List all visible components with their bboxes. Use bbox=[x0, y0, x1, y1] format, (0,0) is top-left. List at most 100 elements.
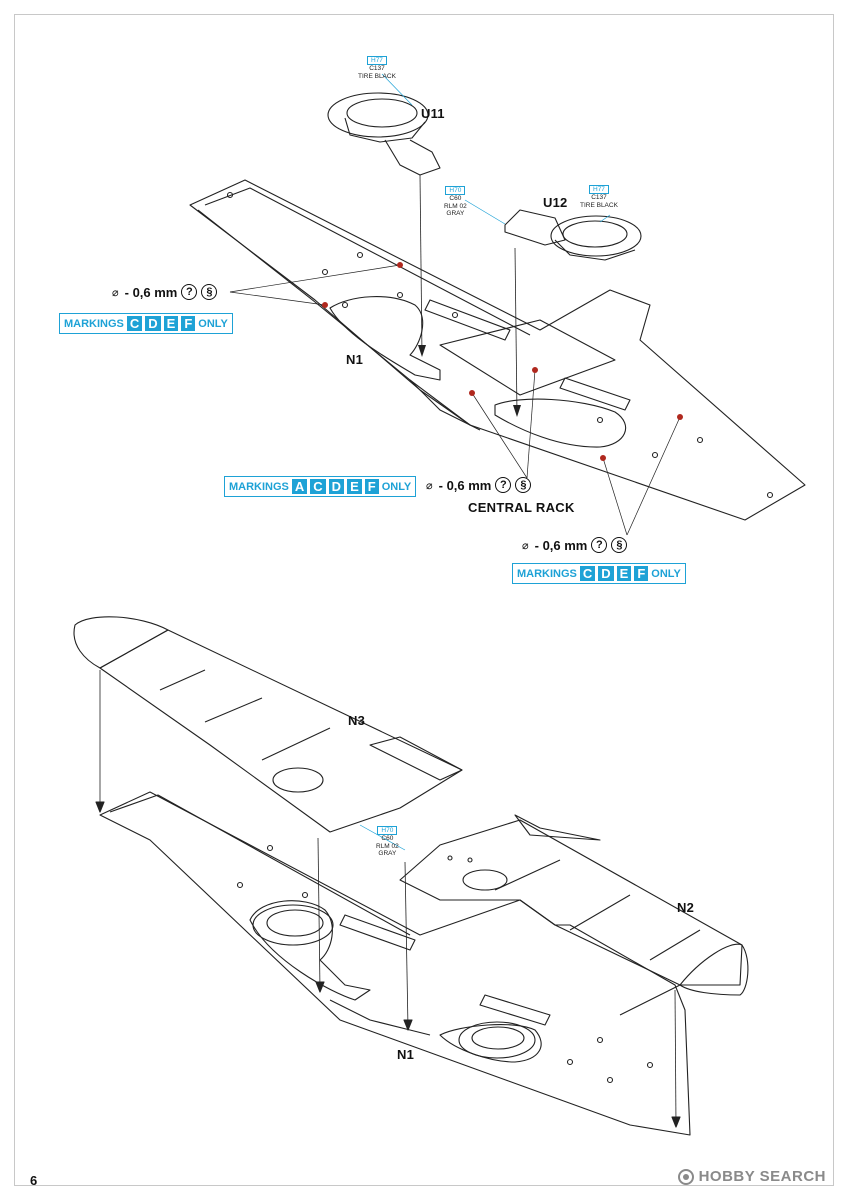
paint-code: H70 bbox=[377, 826, 398, 835]
page-number: 6 bbox=[30, 1173, 38, 1188]
optional-icon: ? bbox=[591, 537, 608, 553]
part-label-n3: N3 bbox=[348, 713, 366, 728]
bottom-wheel-well-left bbox=[249, 900, 371, 1001]
marking-letter: D bbox=[598, 566, 614, 581]
paint-color-code: C60 bbox=[381, 835, 394, 842]
paint-callout-gray-u11: H70 C60 RLM 02 GRAY bbox=[444, 186, 467, 218]
wing-n3-fairing bbox=[272, 767, 324, 793]
wing-n2-fairing bbox=[462, 869, 508, 891]
paint-code: H70 bbox=[445, 186, 466, 195]
paint-name-2: GRAY bbox=[378, 850, 397, 857]
marking-letter: F bbox=[181, 316, 196, 331]
marking-letter: C bbox=[126, 316, 143, 331]
top-wheel-well-left bbox=[329, 296, 441, 381]
paint-code: H77 bbox=[589, 185, 609, 194]
wing-n3-panel-line bbox=[159, 669, 331, 761]
marking-letter: E bbox=[347, 479, 362, 494]
watermark-text: HOBBY SEARCH bbox=[698, 1168, 826, 1185]
markings-label: MARKINGS bbox=[64, 317, 124, 330]
wing-tip-left bbox=[73, 616, 169, 669]
drill-icon: § bbox=[515, 477, 532, 493]
markings-suffix: ONLY bbox=[651, 567, 681, 580]
paint-color-code: C137 bbox=[369, 65, 385, 72]
hobby-search-logo-icon bbox=[677, 1168, 694, 1185]
paint-callout-gray-wing: H70 C60 RLM 02 GRAY bbox=[376, 826, 399, 858]
drill-icon: § bbox=[611, 537, 628, 553]
markings-suffix: ONLY bbox=[381, 480, 412, 493]
wheel-u12-detail bbox=[554, 239, 636, 261]
drill-size: - 0,6 mm bbox=[438, 477, 492, 493]
paint-name-1: RLM 02 bbox=[376, 842, 399, 850]
wheel-u11-detail bbox=[344, 117, 426, 143]
bottom-panel-2 bbox=[479, 994, 551, 1026]
central-rack-label: CENTRAL RACK bbox=[468, 500, 575, 515]
marking-letter: A bbox=[291, 479, 308, 494]
wheel-u11-outer bbox=[327, 92, 429, 138]
drill-instruction-left: ⌀ - 0,6 mm ? § bbox=[112, 284, 218, 300]
top-wheel-well-right bbox=[494, 398, 627, 448]
bottom-wheel-right bbox=[458, 1021, 536, 1059]
paint-name: TIRE BLACK bbox=[580, 201, 618, 209]
wheel-u11-leg bbox=[384, 139, 441, 176]
bottom-wheel-well-right bbox=[439, 1024, 542, 1063]
diameter-symbol: ⌀ bbox=[426, 479, 433, 492]
markings-suffix: ONLY bbox=[198, 317, 228, 330]
wing-n2-outline bbox=[399, 819, 743, 986]
wheel-u12-inner bbox=[562, 220, 628, 248]
wing-n3-flap bbox=[369, 736, 463, 781]
diameter-symbol: ⌀ bbox=[112, 286, 119, 299]
wing-n2-flap bbox=[514, 814, 601, 841]
wheel-u12-outer bbox=[550, 215, 642, 257]
bottom-wheel-left bbox=[252, 904, 334, 946]
marking-letter: D bbox=[145, 316, 161, 331]
part-label-u11: U11 bbox=[421, 106, 445, 121]
optional-icon: ? bbox=[181, 284, 198, 300]
drill-size: - 0,6 mm bbox=[124, 284, 178, 300]
markings-box-1: MARKINGS C D E F ONLY bbox=[59, 313, 233, 334]
top-wing-root bbox=[409, 379, 481, 431]
drill-icon: § bbox=[201, 284, 218, 300]
watermark: HOBBY SEARCH bbox=[677, 1168, 826, 1185]
drill-instruction-center: ⌀ - 0,6 mm ? § bbox=[426, 477, 532, 493]
marking-letter: F bbox=[634, 566, 649, 581]
wing-tip-right bbox=[679, 943, 749, 996]
wing-n2-panel-line bbox=[494, 859, 701, 961]
marking-letter: E bbox=[163, 316, 179, 331]
drill-instruction-right: ⌀ - 0,6 mm ? § bbox=[522, 537, 628, 553]
optional-icon: ? bbox=[495, 477, 512, 493]
wheel-u11-inner bbox=[346, 98, 418, 128]
paint-name: TIRE BLACK bbox=[358, 72, 396, 80]
paint-name-1: RLM 02 bbox=[444, 202, 467, 210]
wheel-u12-leg bbox=[504, 209, 566, 246]
top-wing-inner-line bbox=[204, 187, 531, 336]
paint-callout-tire-u12: H77 C137 TIRE BLACK bbox=[580, 185, 618, 209]
marking-letter: D bbox=[328, 479, 345, 494]
part-label-n1-bottom: N1 bbox=[397, 1047, 415, 1062]
top-wing-trailing-edge bbox=[197, 209, 471, 426]
wing-n3-outline bbox=[99, 629, 463, 833]
drill-size: - 0,6 mm bbox=[534, 537, 588, 553]
wing-pitot bbox=[619, 984, 681, 1016]
marking-letter: C bbox=[310, 479, 326, 494]
markings-box-3: MARKINGS C D E F ONLY bbox=[512, 563, 686, 584]
diameter-symbol: ⌀ bbox=[522, 539, 529, 552]
wing-lower-bottom-outline bbox=[99, 791, 691, 1136]
marking-letter: E bbox=[616, 566, 632, 581]
top-wing-lower-outline bbox=[189, 179, 806, 521]
bottom-panel-1 bbox=[339, 914, 416, 951]
marking-letter: F bbox=[364, 479, 379, 494]
paint-name-2: GRAY bbox=[446, 210, 465, 217]
part-label-n2: N2 bbox=[677, 900, 695, 915]
page-frame bbox=[14, 14, 834, 1186]
bottom-root bbox=[329, 999, 431, 1036]
part-label-u12: U12 bbox=[543, 195, 568, 210]
paint-color-code: C137 bbox=[591, 194, 607, 201]
top-wing-panel-right bbox=[559, 377, 631, 411]
top-wing-panel-left bbox=[424, 299, 511, 341]
paint-callout-tire-u11: H77 C137 TIRE BLACK bbox=[358, 56, 396, 80]
markings-label: MARKINGS bbox=[229, 480, 289, 493]
top-wing-center-section bbox=[439, 319, 616, 396]
markings-label: MARKINGS bbox=[517, 567, 577, 580]
marking-letter: C bbox=[579, 566, 596, 581]
